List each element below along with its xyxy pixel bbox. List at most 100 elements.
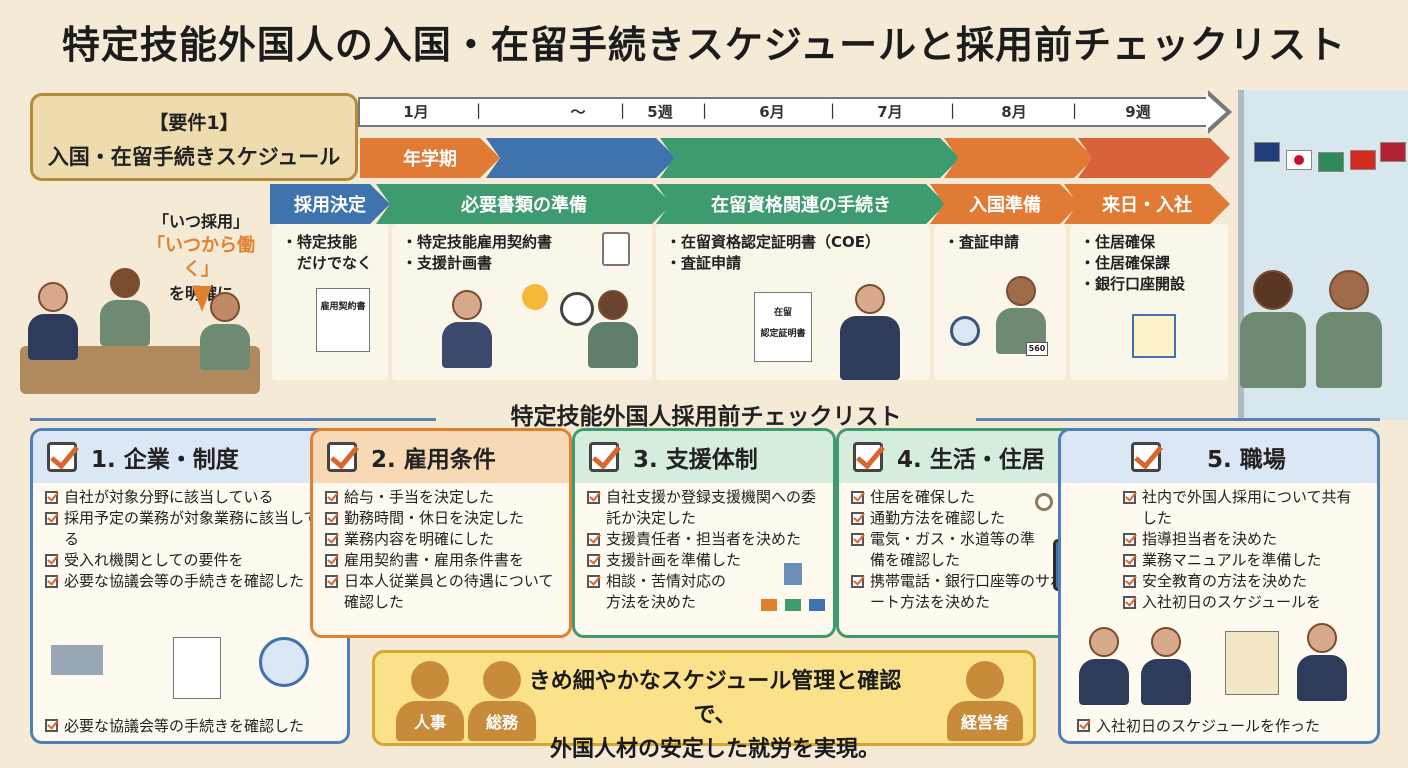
checklist-item[interactable]: 自社支援か登録支援機関への委託か決定した <box>587 487 821 529</box>
check-icon <box>1123 491 1136 504</box>
step-documents: 必要書類の準備 <box>376 184 672 224</box>
card-title: 4. 生活・住居 <box>897 447 1045 473</box>
summary-banner: 人事 総務 きめ細やかなスケジュール管理と確認で、 外国人材の安定した就労を実現… <box>372 650 1036 762</box>
step-visa: 在留資格関連の手続き <box>656 184 946 224</box>
person-silhouette-icon <box>966 661 1004 699</box>
check-icon <box>587 533 600 546</box>
person-worker-arrival-2 <box>1316 270 1382 388</box>
page-title: 特定技能外国人の入国・在留手続きスケジュールと採用前チェックリスト <box>61 23 1347 67</box>
checkbox-icon <box>853 442 883 472</box>
checklist-item[interactable]: 自社が対象分野に該当している <box>45 487 335 508</box>
checklist-item[interactable]: 雇用契約書・雇用条件書を <box>325 550 557 571</box>
timeline-separator: | <box>702 101 708 119</box>
check-icon <box>1077 719 1090 732</box>
checklist-item[interactable]: 電気・ガス・水道等の準備を確認した <box>851 529 1041 571</box>
step-visa-label: 在留資格関連の手続き <box>711 195 891 216</box>
banner-line: 外国人材の安定した就労を実現。 <box>549 737 880 762</box>
phase-top-green <box>660 138 960 178</box>
requirement-box: 【要件1】 入国・在留手続きスケジュール <box>30 93 358 181</box>
checklist-item[interactable]: 勤務時間・休日を決定した <box>325 508 557 529</box>
clipboard-icon <box>602 232 630 266</box>
card-title: 3. 支援体制 <box>633 447 758 473</box>
person-presenter <box>1297 623 1347 701</box>
panel-item: ・特定技能 <box>282 233 358 251</box>
role-label: 経営者 <box>947 701 1023 741</box>
timeline-label: 5週 <box>647 103 673 121</box>
checklist-item[interactable]: 給与・手当を決定した <box>325 487 557 508</box>
panel-item: ・特定技能雇用契約書 <box>402 233 553 251</box>
document-label: 在留 認定証明書 <box>760 308 806 339</box>
stopwatch-icon <box>560 292 594 326</box>
role-label: 人事 <box>396 701 464 741</box>
checklist-item[interactable]: 支援責任者・担当者を決めた <box>587 529 821 550</box>
timeline-label: 1月 <box>403 103 429 121</box>
check-icon <box>587 554 600 567</box>
panel-item: ・査証申請 <box>666 254 742 272</box>
checklist-item[interactable]: 相談・苦情対応の方法を決めた <box>587 571 737 613</box>
panel-visa: ・在留資格認定証明書（COE） ・査証申請 在留 認定証明書 <box>656 224 930 380</box>
step-entry: 入国準備 <box>930 184 1080 224</box>
checklist-item[interactable]: 携帯電話・銀行口座等のサポート方法を決めた <box>851 571 1071 613</box>
panel-entry: ・査証申請 560 <box>934 224 1066 380</box>
requirement-title: 入国・在留手続きスケジュール <box>47 145 341 169</box>
person-woman-workplace <box>1079 627 1129 705</box>
timeline-label: 9週 <box>1125 103 1151 121</box>
checkbox-icon <box>47 442 77 472</box>
check-icon <box>1123 533 1136 546</box>
person-woman-meeting <box>28 282 78 360</box>
panel-item: ・銀行口座開設 <box>1080 275 1186 293</box>
card-header: 1. 企業・制度 <box>33 431 347 483</box>
uk-flag-icon <box>1254 142 1280 162</box>
checklist-item[interactable]: 住居を確保した <box>851 487 1093 508</box>
panel-item: ・在留資格認定証明書（COE） <box>666 233 881 251</box>
timeline-separator: | <box>830 101 836 119</box>
card-header: 2. 雇用条件 <box>313 431 569 483</box>
checklist-item[interactable]: 入社初日のスケジュールを作った <box>1077 715 1320 736</box>
house-icon <box>1132 314 1176 358</box>
checklist-item[interactable]: 業務マニュアルを準備した <box>1123 550 1365 571</box>
checklist-item[interactable]: 入社初日のスケジュールを <box>1123 592 1365 613</box>
checkbox-icon <box>1131 442 1161 472</box>
card-title: 1. 企業・制度 <box>91 447 239 473</box>
phase-top-orange-2 <box>944 138 1094 178</box>
checklist-card-employment: 2. 雇用条件 給与・手当を決定した 勤務時間・休日を決定した 業務内容を明確に… <box>310 428 572 638</box>
timeline-label: 8月 <box>1001 103 1027 121</box>
checklist-item[interactable]: 安全教育の方法を決めた <box>1123 571 1365 592</box>
checklist-item[interactable]: 支援計画を準備した <box>587 550 821 571</box>
checklist-item[interactable]: 必要な協議会等の手続きを確認した <box>45 571 335 592</box>
panel-item: ・住居確保 <box>1080 233 1156 251</box>
sun-icon <box>522 284 548 310</box>
card-title: 2. 雇用条件 <box>371 447 496 473</box>
check-icon <box>587 491 600 504</box>
checklist-item[interactable]: 受入れ機関としての要件を <box>45 550 335 571</box>
step-documents-label: 必要書類の準備 <box>461 195 587 216</box>
checklist-item[interactable]: 採用予定の業務が対象業務に該当している <box>45 508 335 550</box>
checklist-item[interactable]: 指導担当者を決めた <box>1123 529 1365 550</box>
timeline-separator: | <box>620 101 626 119</box>
panel-item: ・査証申請 <box>944 233 1020 251</box>
id-card-icon: 560 <box>1026 342 1048 356</box>
contract-document-icon: 雇用契約書 <box>316 288 370 352</box>
check-icon <box>1123 596 1136 609</box>
checklist-item[interactable]: 日本人従業員との待遇について確認した <box>325 571 557 613</box>
card-header: 5. 職場 <box>1061 431 1377 483</box>
usa-flag-icon <box>1380 142 1406 162</box>
timeline-separator: | <box>950 101 956 119</box>
manual-icon <box>1225 631 1279 695</box>
card-label: 560 <box>1028 344 1046 353</box>
japan-flag-icon <box>1286 150 1312 170</box>
checklist-card-support: 3. 支援体制 自社支援か登録支援機関への委託か決定した 支援責任者・担当者を決… <box>572 428 836 638</box>
panel-item: だけでなく <box>282 254 373 272</box>
checklist-item[interactable]: 通勤方法を確認した <box>851 508 1093 529</box>
check-icon <box>45 512 58 525</box>
step-arrival: 来日・入社 <box>1064 184 1230 224</box>
role-executive: 経営者 <box>947 661 1023 743</box>
check-icon <box>851 533 864 546</box>
checklist-item[interactable]: 社内で外国人採用について共有した <box>1123 487 1365 529</box>
checklist-item[interactable]: 業務内容を明確にした <box>325 529 557 550</box>
timeline-arrow-icon <box>1206 90 1232 134</box>
document-label: 雇用契約書 <box>320 302 366 312</box>
timeline-bar <box>358 97 1210 127</box>
person-woman-documents <box>442 290 492 368</box>
checklist-item[interactable]: 必要な協議会等の手続きを確認した <box>45 715 304 736</box>
